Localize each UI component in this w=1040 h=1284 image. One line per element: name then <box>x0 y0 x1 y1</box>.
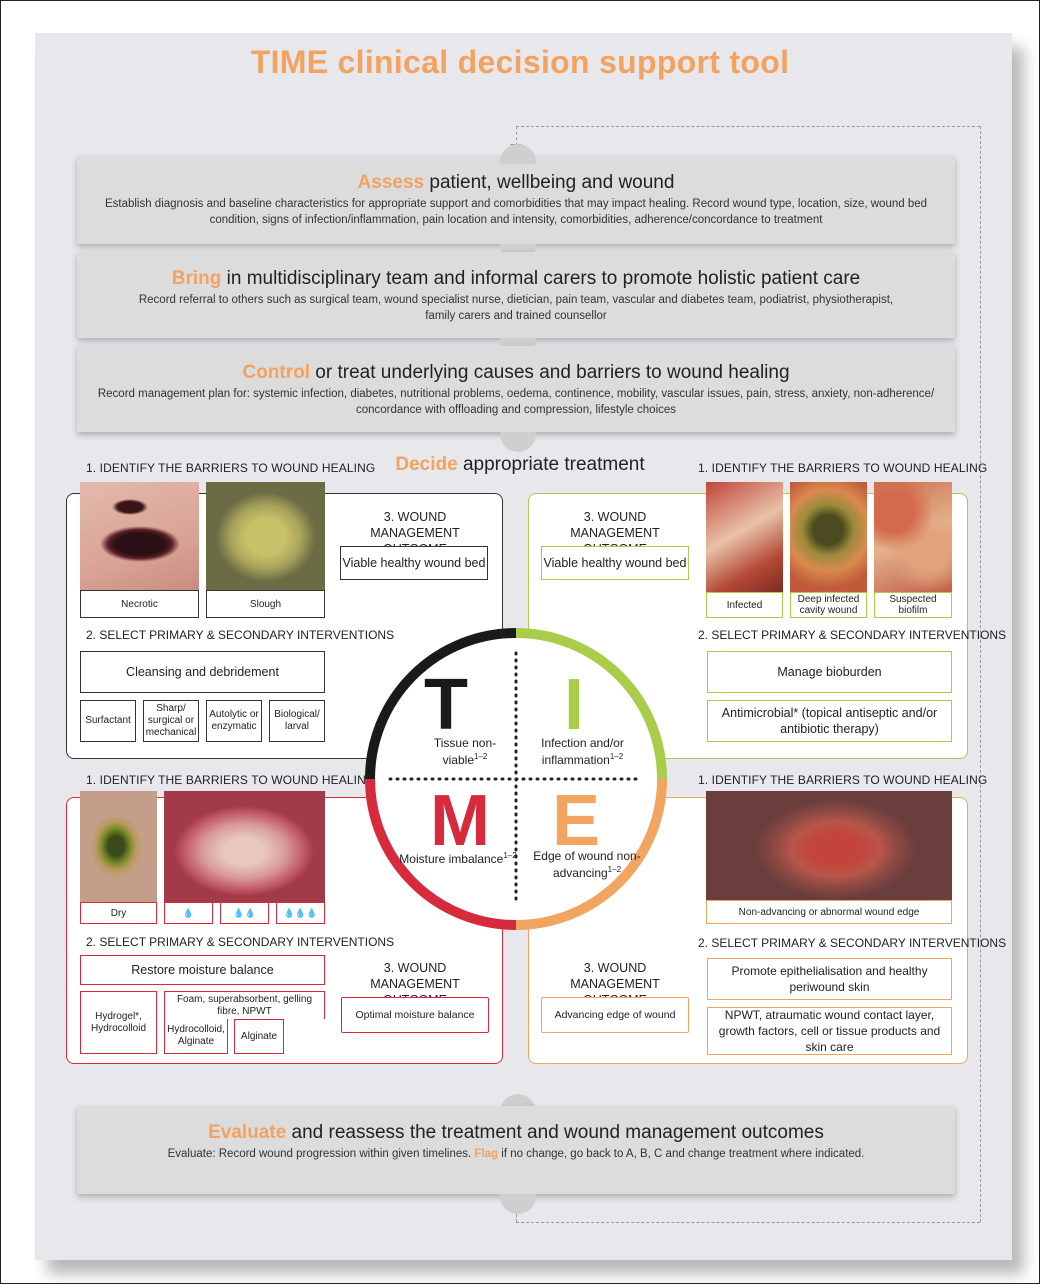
control-heading: or treat underlying causes and barriers … <box>310 362 790 383</box>
tissue-secondary-sharp: Sharp/ surgical or mechanical <box>143 700 199 742</box>
infection-primary-box: Manage bioburden <box>707 651 952 693</box>
moist-medium-caption: 💧💧 <box>220 902 269 924</box>
decide-keyword: Decide <box>395 454 457 475</box>
loop-top-drop <box>516 126 517 146</box>
loop-top-line <box>516 126 980 127</box>
moisture-letter: M <box>430 785 490 857</box>
slough-caption: Slough <box>206 590 325 618</box>
infection-outcome-box: Viable healthy wound bed <box>541 546 689 580</box>
moisture-secondary-foam: Foam, superabsorbent, gelling fibre, NPW… <box>164 991 325 1019</box>
infected-caption: Infected <box>706 592 783 618</box>
loop-right-line <box>980 126 981 1222</box>
evaluate-heading: and reassess the treatment and wound man… <box>286 1122 824 1143</box>
tissue-identify-label: 1. IDENTIFY THE BARRIERS TO WOUND HEALIN… <box>86 461 375 475</box>
evaluate-description: Evaluate: Record wound progression withi… <box>77 1146 955 1162</box>
infection-quadrant-label: Infection and/or inflammation1–2 <box>530 736 635 767</box>
edge-photo <box>706 791 952 901</box>
necrotic-caption: Necrotic <box>80 590 199 618</box>
tissue-secondary-surfactant: Surfactant <box>80 700 136 742</box>
infection-identify-label: 1. IDENTIFY THE BARRIERS TO WOUND HEALIN… <box>698 461 987 475</box>
assess-keyword: Assess <box>358 172 425 193</box>
edge-caption: Non-advancing or abnormal wound edge <box>706 900 952 924</box>
tissue-primary-box: Cleansing and debridement <box>80 651 325 693</box>
tissue-letter: T <box>424 669 468 741</box>
dry-caption: Dry <box>80 902 157 924</box>
tissue-quadrant-label: Tissue non-viable1–2 <box>420 736 510 767</box>
tissue-secondary-biological: Biological/ larval <box>269 700 325 742</box>
bring-heading: in multidisciplinary team and informal c… <box>221 268 860 289</box>
decide-text: appropriate treatment <box>458 454 645 475</box>
edge-outcome-box: Advancing edge of wound <box>541 997 689 1033</box>
moist-low-caption: 💧 <box>164 902 213 924</box>
moist-high-caption: 💧💧💧 <box>276 902 325 924</box>
tissue-select-label: 2. SELECT PRIMARY & SECONDARY INTERVENTI… <box>86 628 394 642</box>
time-circle: T I M E Tissue non-viable1–2 Infection a… <box>362 625 670 933</box>
biofilm-caption: Suspected biofilm <box>874 592 952 618</box>
wet-photo <box>164 791 325 903</box>
moisture-secondary-alginate: Alginate <box>234 1019 284 1054</box>
moisture-select-label: 2. SELECT PRIMARY & SECONDARY INTERVENTI… <box>86 935 394 949</box>
page-title: TIME clinical decision support tool <box>0 44 1040 81</box>
necrotic-photo <box>80 482 199 590</box>
evaluate-step: Evaluate and reassess the treatment and … <box>77 1106 955 1194</box>
flag-keyword: Flag <box>474 1148 498 1160</box>
assess-heading: patient, wellbeing and wound <box>424 172 674 193</box>
deep-infected-photo <box>790 482 867 592</box>
edge-identify-label: 1. IDENTIFY THE BARRIERS TO WOUND HEALIN… <box>698 773 987 787</box>
moisture-primary-box: Restore moisture balance <box>80 955 325 985</box>
tissue-secondary-autolytic: Autolytic or enzymatic <box>206 700 262 742</box>
bring-step: Bring in multidisciplinary team and info… <box>77 252 955 338</box>
infection-secondary-box: Antimicrobial* (topical antiseptic and/o… <box>707 700 952 742</box>
control-keyword: Control <box>242 362 310 383</box>
slough-photo <box>206 482 325 590</box>
loop-bottom-line <box>516 1222 980 1223</box>
edge-quadrant-label: Edge of wound non-advancing1–2 <box>522 849 652 880</box>
edge-primary-box: Promote epithelialisation and healthy pe… <box>707 958 952 1000</box>
infected-photo <box>706 482 783 592</box>
tissue-outcome-box: Viable healthy wound bed <box>340 546 488 580</box>
edge-letter: E <box>552 785 600 857</box>
moisture-quadrant-label: Moisture imbalance1–2 <box>398 849 518 866</box>
moisture-identify-label: 1. IDENTIFY THE BARRIERS TO WOUND HEALIN… <box>86 773 375 787</box>
moisture-secondary-hydrocolloid: Hydrocolloid, Alginate <box>164 1019 228 1054</box>
deep-infected-caption: Deep infected cavity wound <box>790 592 867 618</box>
infection-select-label: 2. SELECT PRIMARY & SECONDARY INTERVENTI… <box>698 628 1006 642</box>
dry-photo <box>80 791 157 903</box>
assess-step: Assess patient, wellbeing and wound Esta… <box>77 156 955 244</box>
edge-select-label: 2. SELECT PRIMARY & SECONDARY INTERVENTI… <box>698 936 1006 950</box>
moisture-secondary-hydrogel: Hydrogel*, Hydrocolloid <box>80 991 157 1054</box>
control-step: Control or treat underlying causes and b… <box>77 346 955 432</box>
control-description: Record management plan for: systemic inf… <box>77 386 955 418</box>
bring-keyword: Bring <box>172 268 222 289</box>
bring-description: Record referral to others such as surgic… <box>77 292 955 324</box>
moisture-outcome-box: Optimal moisture balance <box>341 997 489 1033</box>
evaluate-keyword: Evaluate <box>208 1122 286 1143</box>
infection-letter: I <box>564 669 584 741</box>
time-circle-ring <box>362 625 670 933</box>
edge-secondary-box: NPWT, atraumatic wound contact layer, gr… <box>707 1007 952 1055</box>
assess-description: Establish diagnosis and baseline charact… <box>77 196 955 228</box>
biofilm-photo <box>874 482 952 592</box>
